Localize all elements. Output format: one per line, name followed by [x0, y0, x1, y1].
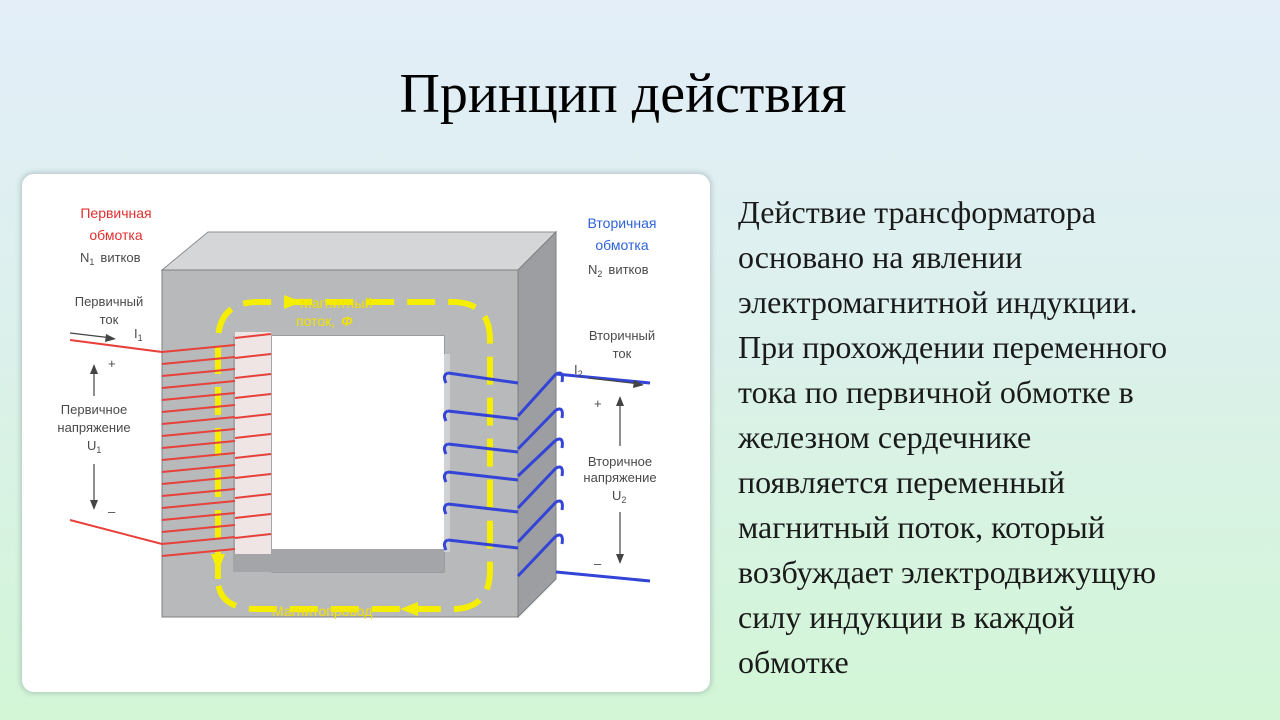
secondary-voltage-symbol: U2	[612, 488, 626, 505]
secondary-current-symbol: I2	[574, 362, 583, 379]
core-window-opening	[272, 336, 444, 549]
primary-voltage-arrowhead-down	[90, 500, 98, 510]
secondary-current-label: Вторичный	[589, 328, 655, 343]
secondary-voltage-label: Вторичное	[588, 454, 652, 469]
core-side-face	[517, 230, 557, 619]
description-line: тока по первичной обмотке в	[738, 374, 1134, 410]
description-line: магнитный поток, который	[738, 509, 1105, 545]
primary-current-arrowhead	[105, 334, 116, 342]
primary-voltage-label: Первичное	[61, 402, 127, 417]
secondary-winding-label: Вторичная	[588, 215, 657, 231]
secondary-current-arrow	[587, 377, 641, 385]
description-line: силу индукции в каждой	[738, 599, 1075, 635]
secondary-winding	[442, 371, 651, 583]
description-line: возбуждает электродвижущую	[738, 554, 1157, 590]
core-window-inner-bottom	[233, 549, 444, 572]
magnetic-flux-path	[215, 299, 493, 612]
flux-label: Магнитный	[300, 295, 372, 311]
secondary-voltage-label-2: напряжение	[583, 470, 656, 485]
core-label: Магнитопровод	[272, 603, 372, 619]
primary-voltage-plus: +	[108, 356, 116, 371]
description-line: обмотке	[738, 644, 849, 680]
slide-title: Принцип действия	[399, 63, 847, 125]
primary-voltage-minus: –	[108, 504, 116, 519]
primary-current-label: Первичный	[75, 294, 144, 309]
secondary-winding-label-2: обмотка	[595, 237, 648, 253]
primary-voltage-symbol: U1	[87, 438, 101, 455]
primary-current-label-2: ток	[100, 312, 119, 327]
description-line: железном сердечнике	[738, 419, 1032, 455]
flux-arrow-top	[284, 295, 302, 309]
secondary-voltage-arrowhead-down	[616, 554, 624, 564]
secondary-voltage-minus: –	[594, 556, 602, 571]
flux-arrow-bottom	[400, 602, 418, 616]
flux-label-2: поток,Φ	[296, 313, 353, 329]
secondary-current-arrowhead	[633, 380, 644, 388]
primary-current-arrow	[69, 332, 113, 339]
primary-voltage-label-2: напряжение	[57, 420, 130, 435]
secondary-voltage-arrowhead-up	[616, 396, 624, 406]
primary-winding-label-2: обмотка	[89, 227, 142, 243]
secondary-current-label-2: ток	[613, 346, 632, 361]
primary-winding	[69, 332, 272, 557]
core-top-face	[160, 231, 558, 271]
flux-arrow-left	[211, 554, 225, 572]
description-line: электромагнитной индукции.	[738, 284, 1138, 320]
primary-current-symbol: I1	[134, 326, 143, 343]
description-text: Действие трансформатора основано на явле…	[738, 190, 1268, 685]
primary-winding-label: Первичная	[80, 205, 151, 221]
description-line: При прохождении переменного	[738, 329, 1168, 365]
description-line: Действие трансформатора	[738, 194, 1096, 230]
primary-voltage-arrowhead-up	[90, 364, 98, 374]
description-line: основано на явлении	[738, 239, 1023, 275]
secondary-voltage-plus: +	[594, 396, 602, 411]
description-line: появляется переменный	[738, 464, 1065, 500]
